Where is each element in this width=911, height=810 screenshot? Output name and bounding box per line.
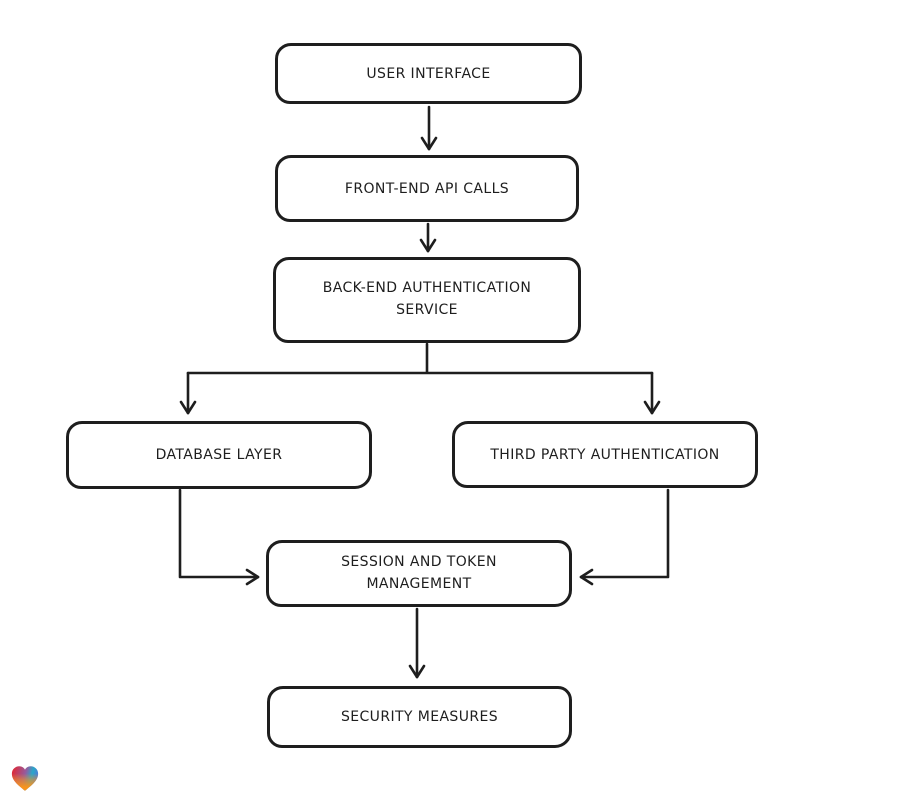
node-label: THIRD PARTY AUTHENTICATION: [490, 446, 720, 463]
edge-database-layer-to-session-and-token-management: [178, 488, 260, 586]
node-session-and-token-management: SESSION AND TOKEN MANAGEMENT: [266, 540, 572, 607]
node-label: SESSION AND TOKEN MANAGEMENT: [341, 553, 497, 592]
node-label: SECURITY MEASURES: [340, 709, 499, 725]
node-user-interface: USER INTERFACE: [275, 43, 582, 104]
edge-third-party-authentication-to-session-and-token-management: [579, 488, 670, 586]
node-third-party-authentication: THIRD PARTY AUTHENTICATION: [452, 421, 758, 488]
node-label: FRONT-END API CALLS: [344, 180, 510, 197]
node-label: USER INTERFACE: [366, 65, 491, 82]
node-security-measures: SECURITY MEASURES: [267, 686, 572, 748]
node-front-end-api-calls: FRONT-END API CALLS: [275, 155, 579, 222]
node-database-layer: DATABASE LAYER: [66, 421, 372, 489]
node-label: BACK-END AUTHENTICATION SERVICE: [322, 280, 532, 318]
edge-branch-trunk: [186, 342, 654, 375]
heart-gradient-icon: [11, 766, 39, 791]
node-back-end-authentication-service: BACK-END AUTHENTICATION SERVICE: [273, 257, 581, 343]
node-label: DATABASE LAYER: [155, 447, 283, 463]
